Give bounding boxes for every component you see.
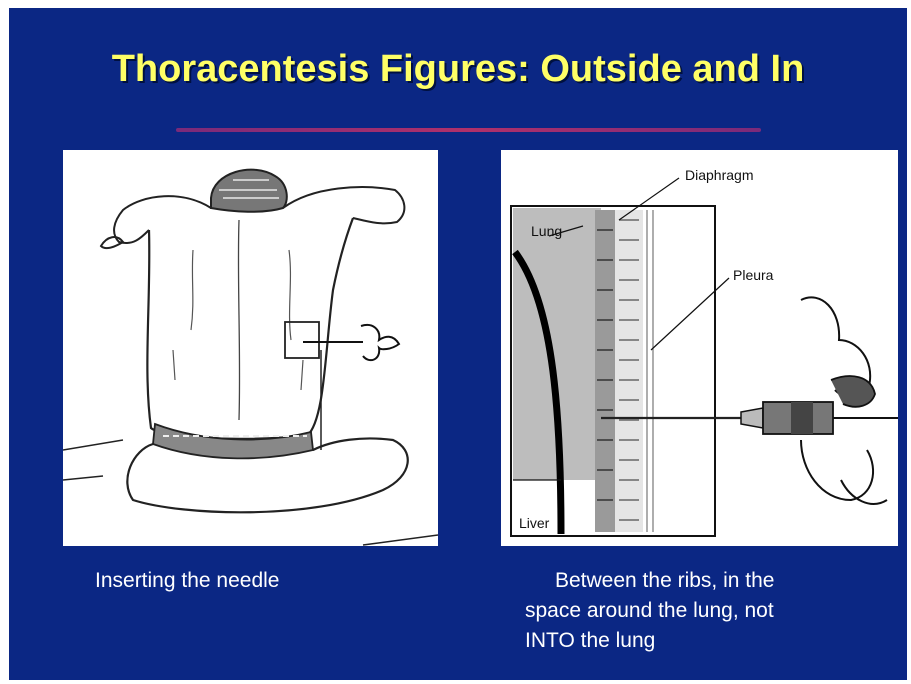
label-diaphragm: Diaphragm xyxy=(685,167,753,183)
right-caption-line-2: space around the lung, not xyxy=(525,596,895,626)
back-drawing xyxy=(63,150,438,546)
right-caption-line-3: INTO the lung xyxy=(525,626,895,656)
label-pleura: Pleura xyxy=(733,267,774,283)
right-caption: Between the ribs, in the space around th… xyxy=(525,566,895,656)
cross-section-drawing: Diaphragm Lung Pleura Liver xyxy=(501,150,898,546)
slide: Thoracentesis Figures: Outside and In xyxy=(9,8,907,680)
left-caption: Inserting the needle xyxy=(95,566,279,596)
label-liver: Liver xyxy=(519,515,550,531)
slide-title: Thoracentesis Figures: Outside and In xyxy=(9,48,907,91)
back-illustration xyxy=(63,150,438,546)
right-caption-line-1: Between the ribs, in the xyxy=(525,566,895,596)
label-lung: Lung xyxy=(531,223,562,239)
cross-section-illustration: Diaphragm Lung Pleura Liver xyxy=(501,150,898,546)
title-divider xyxy=(176,128,761,132)
